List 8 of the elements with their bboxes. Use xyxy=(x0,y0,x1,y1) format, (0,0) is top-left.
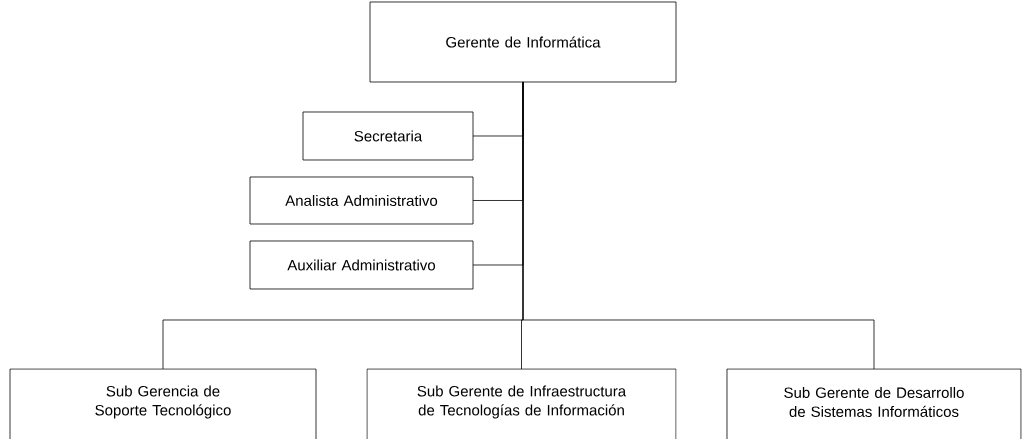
department-box: Sub Gerencia de Soporte Tecnológico xyxy=(9,368,317,439)
position-box: Analista Administrativo xyxy=(249,176,474,225)
connector-line xyxy=(522,81,875,370)
department-box: Sub Gerente de Desarrollo de Sistemas Informáticos xyxy=(726,368,1022,439)
department-box: Sub Gerente de Infraestructura de Tecnologías de Información xyxy=(366,368,677,439)
manager-box: Gerente de Informática xyxy=(369,1,677,83)
position-box: Auxiliar Administrativo xyxy=(249,240,474,290)
position-box: Secretaria xyxy=(302,111,474,161)
